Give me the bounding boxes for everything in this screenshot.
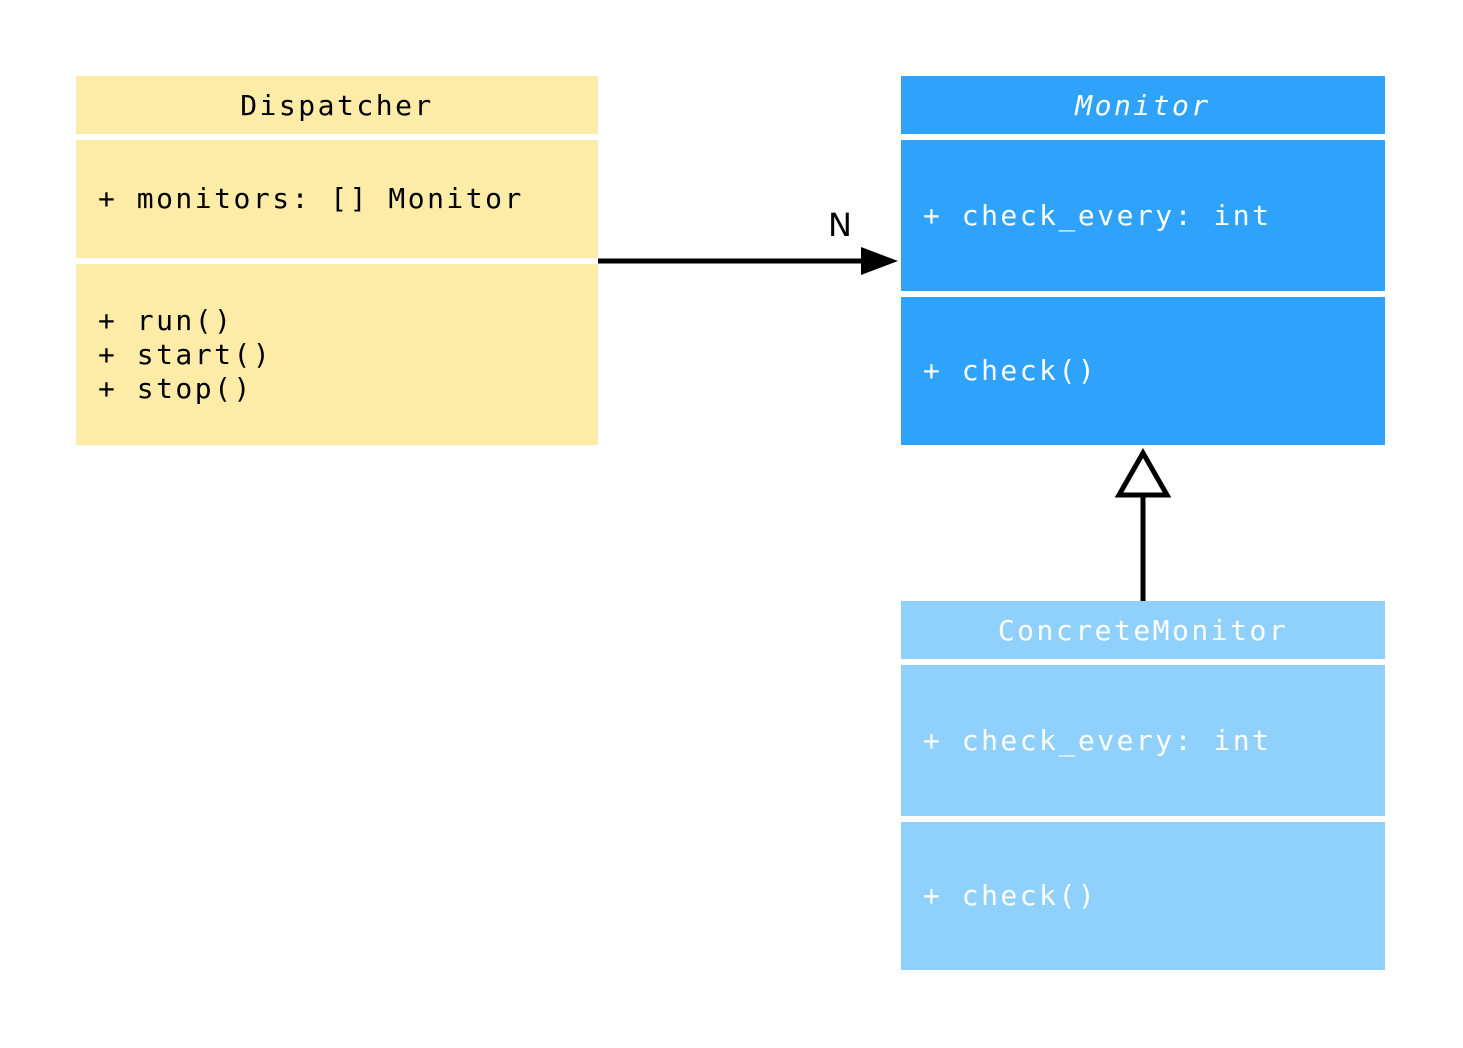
method-line: + stop() (98, 371, 253, 405)
class-box-dispatcher: Dispatcher + monitors: [] Monitor + run(… (76, 76, 598, 445)
class-attributes-compartment: + check_every: int (901, 665, 1385, 816)
class-name-dispatcher: Dispatcher (240, 88, 434, 122)
method-line: + run() (98, 303, 234, 337)
class-name-monitor: Monitor (1075, 88, 1211, 122)
class-attributes-compartment: + monitors: [] Monitor (76, 140, 598, 258)
inheritance-edge-concretemonitor-monitor (1114, 447, 1172, 601)
attribute-line: + check_every: int (923, 198, 1272, 232)
class-title-compartment: Dispatcher (76, 76, 598, 134)
class-methods-compartment: + run() + start() + stop() (76, 264, 598, 445)
class-box-monitor: Monitor + check_every: int + check() (901, 76, 1385, 445)
class-box-concrete-monitor: ConcreteMonitor + check_every: int + che… (901, 601, 1385, 970)
class-title-compartment: Monitor (901, 76, 1385, 134)
class-title-compartment: ConcreteMonitor (901, 601, 1385, 659)
method-line: + start() (98, 337, 273, 371)
class-name-concrete-monitor: ConcreteMonitor (997, 613, 1289, 647)
inheritance-triangle-icon (1114, 447, 1172, 498)
association-edge-dispatcher-monitor (598, 247, 898, 275)
method-line: + check() (923, 879, 1098, 912)
class-methods-compartment: + check() (901, 822, 1385, 970)
association-multiplicity-label: N (828, 206, 852, 244)
class-attributes-compartment: + check_every: int (901, 140, 1385, 291)
attribute-line: + check_every: int (923, 723, 1272, 757)
attribute-line: + monitors: [] Monitor (98, 182, 524, 215)
method-line: + check() (923, 354, 1098, 387)
association-arrowhead-icon (861, 247, 898, 275)
class-methods-compartment: + check() (901, 297, 1385, 445)
